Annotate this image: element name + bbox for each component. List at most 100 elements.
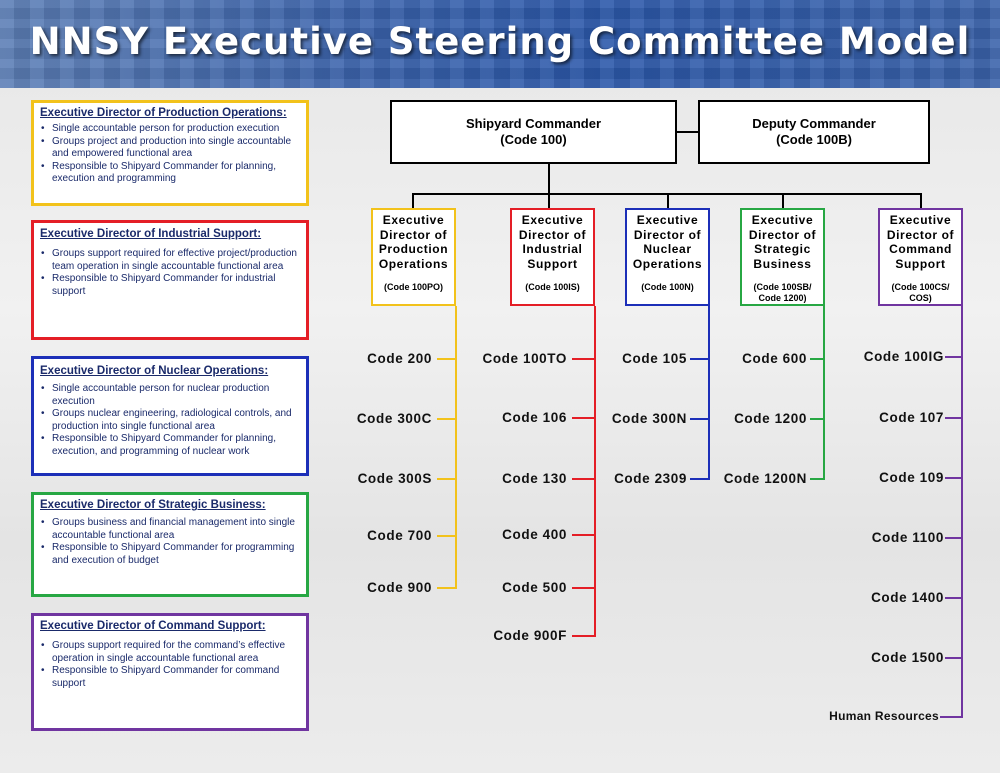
connector-drop-strategic <box>782 193 784 211</box>
director-box-industrial: Executive Director of Industrial Support… <box>510 208 595 306</box>
connector-drop-production <box>412 193 414 209</box>
deputy-code: (Code 100B) <box>776 132 852 147</box>
code-label: Code 130 <box>502 471 567 486</box>
director-line: Executive <box>889 213 952 227</box>
desc-title-strategic: Executive Director of Strategic Business… <box>40 499 266 511</box>
desc-list-industrial: Groups support required for effective pr… <box>40 248 302 298</box>
shipyard-photo-texture <box>0 0 1000 88</box>
director-code: (Code 100IS) <box>525 282 580 292</box>
desc-bullet: Responsible to Shipyard Commander for pl… <box>40 433 302 458</box>
code-tick <box>437 535 456 537</box>
code-tick <box>690 478 709 480</box>
page-title: NNSY Executive Steering Committee Model <box>29 20 971 63</box>
director-line: Support <box>895 256 946 271</box>
commander-code: (Code 100) <box>500 132 567 147</box>
director-line: Operations <box>632 256 703 271</box>
director-line: Director of <box>633 227 702 242</box>
connector-drop-nuclear <box>667 193 669 211</box>
code-tick <box>945 477 962 479</box>
desc-title-command: Executive Director of Command Support: <box>40 620 266 632</box>
director-line: Director of <box>518 227 587 242</box>
code-tick <box>690 418 709 420</box>
code-label: Code 107 <box>879 410 944 425</box>
code-tick <box>690 358 709 360</box>
desc-bullet: Groups support required for effective pr… <box>40 248 302 273</box>
desc-list-production: Single accountable person for production… <box>40 123 302 186</box>
connector-drop-command <box>920 193 922 209</box>
code-label: Code 200 <box>367 351 432 366</box>
desc-box-nuclear: Executive Director of Nuclear Operations… <box>31 356 309 476</box>
director-line: Executive <box>751 213 814 227</box>
desc-bullet: Responsible to Shipyard Commander for pr… <box>40 542 302 567</box>
desc-bullet: Single accountable person for production… <box>40 123 302 136</box>
desc-bullet: Groups nuclear engineering, radiological… <box>40 408 302 433</box>
code-tick <box>437 587 456 589</box>
director-line: Support <box>527 256 578 271</box>
code-tick <box>940 716 962 718</box>
desc-bullet: Single accountable person for nuclear pr… <box>40 383 302 408</box>
code-tick <box>810 418 824 420</box>
code-tick <box>810 478 824 480</box>
code-label: Human Resources <box>829 709 939 723</box>
director-line: Command <box>889 242 952 256</box>
code-label: Code 900F <box>493 628 567 643</box>
desc-box-command: Executive Director of Command Support: G… <box>31 613 309 731</box>
spine-command <box>961 306 963 718</box>
desc-box-industrial: Executive Director of Industrial Support… <box>31 220 309 340</box>
director-line: Executive <box>521 213 584 227</box>
code-tick <box>572 417 595 419</box>
code-tick <box>945 597 962 599</box>
connector-commander-deputy <box>677 131 698 133</box>
desc-bullet: Responsible to Shipyard Commander for in… <box>40 273 302 298</box>
code-tick <box>945 417 962 419</box>
desc-title-industrial: Executive Director of Industrial Support… <box>40 228 262 240</box>
director-line: Executive <box>636 213 699 227</box>
desc-bullet: Responsible to Shipyard Commander for pl… <box>40 161 302 186</box>
director-line: Director of <box>379 227 448 242</box>
code-label: Code 1500 <box>871 650 944 665</box>
code-tick <box>945 537 962 539</box>
director-code: (Code 100SB/ Code 1200) <box>753 282 812 303</box>
director-line: Industrial <box>522 242 583 256</box>
code-label: Code 500 <box>502 580 567 595</box>
desc-bullet: Groups business and financial management… <box>40 517 302 542</box>
deputy-name: Deputy Commander <box>752 116 876 131</box>
code-tick <box>572 358 595 360</box>
desc-bullet: Responsible to Shipyard Commander for co… <box>40 665 302 690</box>
code-label: Code 300C <box>356 411 432 426</box>
shipyard-commander-box: Shipyard Commander (Code 100) <box>390 100 677 164</box>
spine-industrial <box>594 306 596 637</box>
spine-nuclear <box>708 306 710 480</box>
code-label: Code 600 <box>742 351 807 366</box>
director-line: Business <box>753 256 812 271</box>
code-tick <box>572 478 595 480</box>
code-label: Code 100TO <box>482 351 567 366</box>
code-label: Code 1400 <box>871 590 944 605</box>
director-line: Director of <box>748 227 817 242</box>
title-banner: NNSY Executive Steering Committee Model <box>0 0 1000 88</box>
director-line: Nuclear <box>643 242 692 256</box>
code-label: Code 700 <box>367 528 432 543</box>
code-tick <box>572 534 595 536</box>
director-box-strategic: Executive Director of Strategic Business… <box>740 208 825 306</box>
code-tick <box>572 587 595 589</box>
desc-list-command: Groups support required for the command’… <box>40 640 302 690</box>
director-code: (Code 100N) <box>641 282 694 292</box>
deputy-commander-box: Deputy Commander (Code 100B) <box>698 100 930 164</box>
director-line: Operations <box>378 256 449 271</box>
code-label: Code 300S <box>357 471 432 486</box>
code-tick <box>945 657 962 659</box>
code-tick <box>437 358 456 360</box>
code-tick <box>572 635 595 637</box>
code-label: Code 900 <box>367 580 432 595</box>
code-tick <box>945 356 962 358</box>
code-label: Code 2309 <box>614 471 687 486</box>
desc-box-strategic: Executive Director of Strategic Business… <box>31 492 309 597</box>
director-box-nuclear: Executive Director of Nuclear Operations… <box>625 208 710 306</box>
director-code: (Code 100PO) <box>383 282 443 292</box>
code-label: Code 109 <box>879 470 944 485</box>
code-label: Code 300N <box>611 411 687 426</box>
code-label: Code 1200N <box>723 471 807 486</box>
code-label: Code 100IG <box>863 349 944 364</box>
desc-bullet: Groups project and production into singl… <box>40 136 302 161</box>
